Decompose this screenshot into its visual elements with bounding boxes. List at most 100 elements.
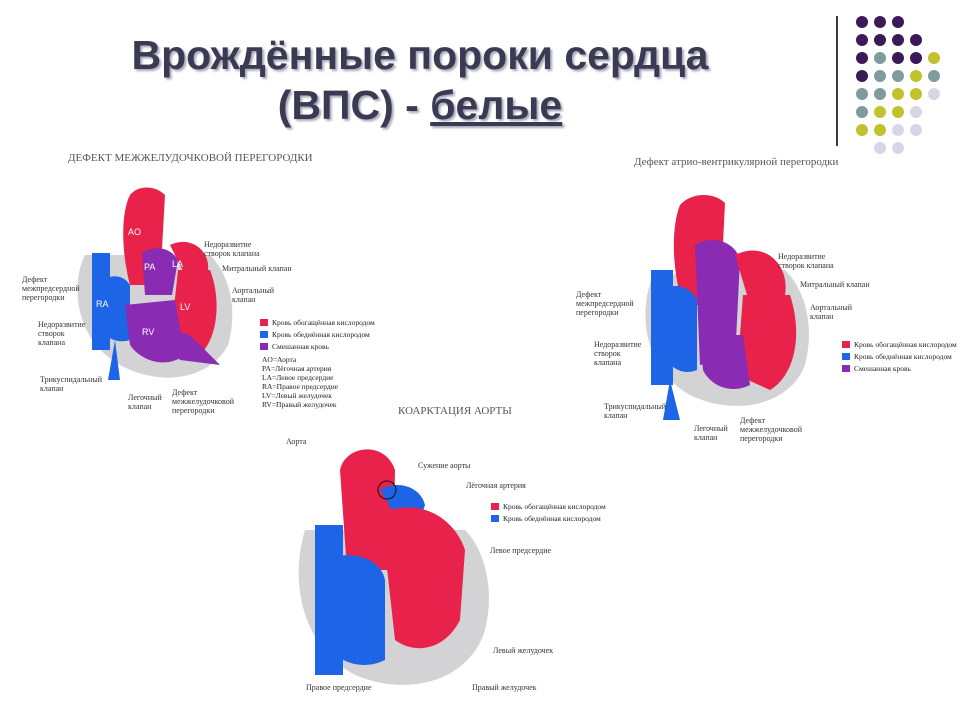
vsd-label-pa: PA bbox=[144, 262, 155, 272]
vsd-label-aortic-valve: Аортальный клапан bbox=[232, 286, 275, 304]
vsd-legend-item: Кровь обогащённая кислородом bbox=[260, 318, 375, 327]
decor-dot bbox=[910, 34, 922, 46]
decor-dot bbox=[874, 106, 886, 118]
legend-text: Кровь обогащённая кислородом bbox=[854, 340, 957, 349]
legend-swatch-mixed bbox=[842, 365, 850, 372]
avsd-ivc-shape bbox=[663, 380, 680, 420]
decor-dot bbox=[892, 34, 904, 46]
decor-dot bbox=[874, 142, 886, 154]
coarc-narrowing-circle bbox=[377, 480, 397, 500]
title-divider-line bbox=[836, 16, 838, 146]
decor-dot bbox=[856, 52, 868, 64]
avsd-legend-item: Кровь обеднённая кислородом bbox=[842, 352, 957, 361]
vsd-left-atrium-shape bbox=[170, 241, 209, 275]
avsd-label-aortic: Аортальный клапан bbox=[810, 303, 853, 321]
abbr-item: RV=Правый желудочек bbox=[262, 400, 337, 409]
decor-dot bbox=[874, 124, 886, 136]
decor-dot bbox=[874, 34, 886, 46]
vsd-label-ventricular-septal-defect: Дефект межжелудочковой перегородки bbox=[172, 388, 234, 415]
avsd-label-pulmonary: Легочный клапан bbox=[694, 424, 728, 442]
avsd-label-ventricular-septal-defect: Дефект межжелудочковой перегородки bbox=[740, 416, 802, 443]
vsd-heart-diagram: AO PA LA RA LV RV bbox=[77, 187, 233, 380]
legend-text: Кровь обогащённая кислородом bbox=[503, 502, 606, 511]
avsd-label-underdeveloped-left: Недоразвитие створок клапана bbox=[594, 340, 642, 367]
abbr-item: LV=Левый желудочек bbox=[262, 391, 332, 400]
vsd-label-ra: RA bbox=[96, 299, 109, 309]
decor-dot bbox=[910, 52, 922, 64]
legend-swatch-mixed bbox=[260, 343, 268, 350]
vsd-label-atrial-septal-defect: Дефект межпредсердной перегородки bbox=[22, 275, 80, 302]
decor-dot bbox=[874, 88, 886, 100]
vsd-right-ventricle-shape bbox=[125, 300, 185, 363]
vsd-legend-item: Кровь обеднённая кислородом bbox=[260, 330, 375, 339]
decor-dot bbox=[928, 70, 940, 82]
avsd-label-underdeveloped-top: Недоразвитие створок клапана bbox=[778, 252, 834, 270]
decor-dot bbox=[892, 106, 904, 118]
coarc-label-narrowing: Сужение аорты bbox=[418, 461, 471, 470]
coarc-legend-item: Кровь обеднённая кислородом bbox=[491, 514, 606, 523]
vsd-abbreviation-list: AO=Аорта PA=Лёгочная артерия LA=Левое пр… bbox=[262, 355, 338, 409]
decor-dot bbox=[856, 88, 868, 100]
legend-text: Кровь обеднённая кислородом bbox=[272, 330, 370, 339]
decor-dot bbox=[928, 52, 940, 64]
legend-text: Кровь обеднённая кислородом bbox=[503, 514, 601, 523]
vsd-heading: ДЕФЕКТ МЕЖЖЕЛУДОЧКОВОЙ ПЕРЕГОРОДКИ bbox=[68, 152, 313, 164]
title-underlined-word: белые bbox=[430, 82, 563, 128]
coarc-left-heart-shape bbox=[385, 507, 465, 649]
decor-dot bbox=[892, 124, 904, 136]
decor-dot bbox=[910, 106, 922, 118]
vsd-legend-item: Смешанная кровь bbox=[260, 342, 375, 351]
coarc-legend: Кровь обогащённая кислородом Кровь обедн… bbox=[491, 502, 606, 526]
decor-dot bbox=[928, 88, 940, 100]
avsd-left-ventricle-shape bbox=[737, 295, 797, 390]
abbr-item: RA=Правое предсердие bbox=[262, 382, 339, 391]
avsd-legend-item: Кровь обогащённая кислородом bbox=[842, 340, 957, 349]
abbr-item: PA=Лёгочная артерия bbox=[262, 364, 332, 373]
title-line-2: (ВПС) - bbox=[277, 82, 431, 128]
avsd-left-atrium-shape bbox=[735, 250, 786, 305]
vsd-label-ao: AO bbox=[128, 227, 141, 237]
decor-dot bbox=[892, 142, 904, 154]
title-line-1: Врождённые пороки сердца bbox=[131, 32, 709, 78]
legend-swatch-venous bbox=[491, 515, 499, 522]
coarctation-heading: КОАРКТАЦИЯ АОРТЫ bbox=[398, 405, 512, 417]
legend-swatch-venous bbox=[842, 353, 850, 360]
decor-dot bbox=[892, 52, 904, 64]
vsd-label-mitral: Митральный клапан bbox=[222, 264, 292, 273]
avsd-label-mitral: Митральный клапан bbox=[800, 280, 870, 289]
decor-dot bbox=[856, 106, 868, 118]
coarctation-heart-diagram bbox=[298, 449, 489, 685]
slide-title: Врождённые пороки сердца (ВПС) - белые bbox=[60, 30, 780, 130]
avsd-label-atrial-septal-defect: Дефект межпредсердной перегородки bbox=[576, 290, 634, 317]
vsd-septal-flow-shape bbox=[155, 325, 220, 365]
legend-swatch-venous bbox=[260, 331, 268, 338]
vsd-right-atrium-shape bbox=[95, 276, 130, 342]
decor-dot bbox=[910, 124, 922, 136]
decor-dot bbox=[910, 88, 922, 100]
vsd-legend: Кровь обогащённая кислородом Кровь обедн… bbox=[260, 318, 375, 354]
vsd-label-underdeveloped-left: Недоразвитие створок клапана bbox=[38, 320, 86, 347]
avsd-heading: Дефект атрио-вентрикулярной перегородки bbox=[634, 156, 839, 168]
legend-swatch-arterial bbox=[491, 503, 499, 510]
abbr-item: LA=Левое предсердие bbox=[262, 373, 334, 382]
vsd-label-lv: LV bbox=[180, 302, 190, 312]
legend-text: Смешанная кровь bbox=[272, 342, 329, 351]
vsd-label-underdeveloped-leaflets: Недоразвитие створок клапана bbox=[204, 240, 260, 258]
coarc-label-aorta: Аорта bbox=[286, 437, 307, 446]
decor-dot bbox=[856, 70, 868, 82]
decor-dot bbox=[856, 34, 868, 46]
coarc-right-heart-shape bbox=[325, 555, 385, 665]
decor-dot bbox=[874, 16, 886, 28]
vsd-label-la: LA bbox=[172, 259, 183, 269]
abbr-item: AO=Аорта bbox=[262, 355, 297, 364]
avsd-right-atrium-shape bbox=[660, 285, 697, 373]
vsd-label-tricuspid: Трикуспидальный клапан bbox=[40, 375, 103, 393]
legend-swatch-arterial bbox=[842, 341, 850, 348]
avsd-legend: Кровь обогащённая кислородом Кровь обедн… bbox=[842, 340, 957, 376]
avsd-pulmonary-shape bbox=[695, 240, 740, 365]
coarc-legend-item: Кровь обогащённая кислородом bbox=[491, 502, 606, 511]
coarc-label-right-ventricle: Правый желудочек bbox=[472, 683, 537, 692]
decor-dot bbox=[856, 124, 868, 136]
decor-dot bbox=[910, 70, 922, 82]
legend-text: Смешанная кровь bbox=[854, 364, 911, 373]
